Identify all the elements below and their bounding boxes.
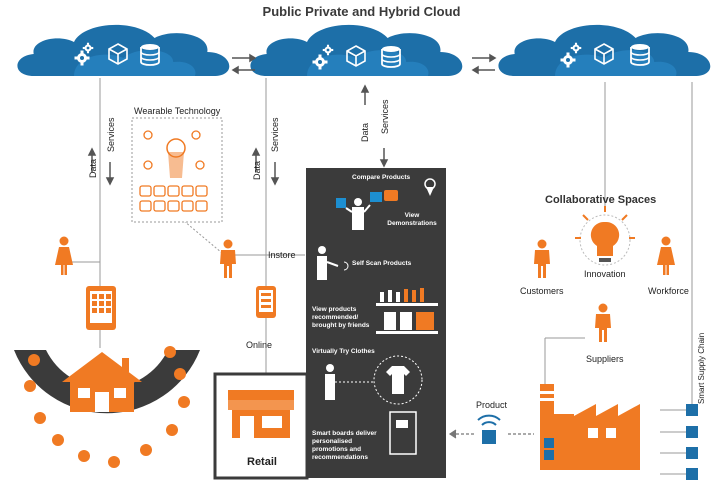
services-label-store: Services bbox=[380, 99, 390, 134]
smartphone-icon bbox=[256, 286, 276, 318]
services-label-home: Services bbox=[106, 117, 116, 152]
customer-icon bbox=[534, 239, 550, 278]
connector-lines bbox=[64, 78, 693, 475]
product-label: Product bbox=[476, 400, 508, 410]
cloud-center bbox=[250, 24, 463, 77]
factory-icon bbox=[539, 384, 640, 470]
smart-home-ring bbox=[14, 346, 200, 468]
view-demos-label: View Demonstrations bbox=[387, 212, 437, 227]
recommended-label: View products recommended/ brought by fr… bbox=[312, 306, 370, 329]
virtual-try-illustration bbox=[325, 355, 423, 405]
instore-label: Instore bbox=[268, 250, 296, 260]
wearable-label: Wearable Technology bbox=[134, 106, 221, 116]
services-label-mobile: Services bbox=[270, 117, 280, 152]
self-scan-label: Self Scan Products bbox=[352, 260, 412, 267]
data-label-home: Data bbox=[88, 158, 98, 178]
data-label-mobile: Data bbox=[252, 160, 262, 180]
smart-home-house-icon bbox=[62, 352, 142, 412]
smart-board-illustration bbox=[389, 411, 417, 455]
data-service-arrows bbox=[87, 84, 389, 186]
compare-products-illustration bbox=[336, 190, 398, 230]
cloud-sync-arrows bbox=[231, 53, 497, 75]
tablet-icon bbox=[86, 286, 116, 330]
supplier-icon bbox=[595, 303, 611, 342]
wearable-icons bbox=[139, 130, 208, 212]
online-label: Online bbox=[246, 340, 273, 350]
product-shelf-illustration bbox=[376, 288, 438, 334]
compare-products-label: Compare Products bbox=[352, 174, 411, 181]
wireless-product-icon bbox=[477, 414, 501, 444]
self-scan-illustration bbox=[317, 246, 349, 280]
workforce-label: Workforce bbox=[648, 286, 689, 296]
workforce-icon bbox=[657, 236, 675, 275]
product-flow-arrows bbox=[448, 429, 534, 439]
smart-home-label: Smart Home bbox=[62, 420, 127, 432]
suppliers-label: Suppliers bbox=[586, 354, 624, 364]
data-label-store: Data bbox=[360, 122, 370, 142]
try-clothes-label: Virtually Try Clothes bbox=[312, 348, 375, 355]
smart-boards-label: Smart boards deliver personalised promot… bbox=[312, 430, 377, 461]
home-user-icon bbox=[55, 236, 73, 275]
cloud-right bbox=[498, 24, 711, 77]
retail-label: Retail bbox=[247, 456, 277, 468]
store-icon bbox=[228, 390, 294, 438]
innovation-bulb-icon bbox=[575, 206, 635, 266]
collab-title: Collaborative Spaces bbox=[545, 194, 657, 206]
supply-chain-nodes bbox=[686, 404, 698, 480]
instore-user-icon bbox=[220, 239, 236, 278]
location-pin-icon bbox=[424, 178, 436, 196]
customers-label: Customers bbox=[520, 286, 564, 296]
diagram-title: Public Private and Hybrid Cloud bbox=[262, 4, 461, 19]
supply-chain-label: Smart Supply Chain bbox=[697, 332, 706, 404]
innovation-label: Innovation bbox=[584, 269, 626, 279]
